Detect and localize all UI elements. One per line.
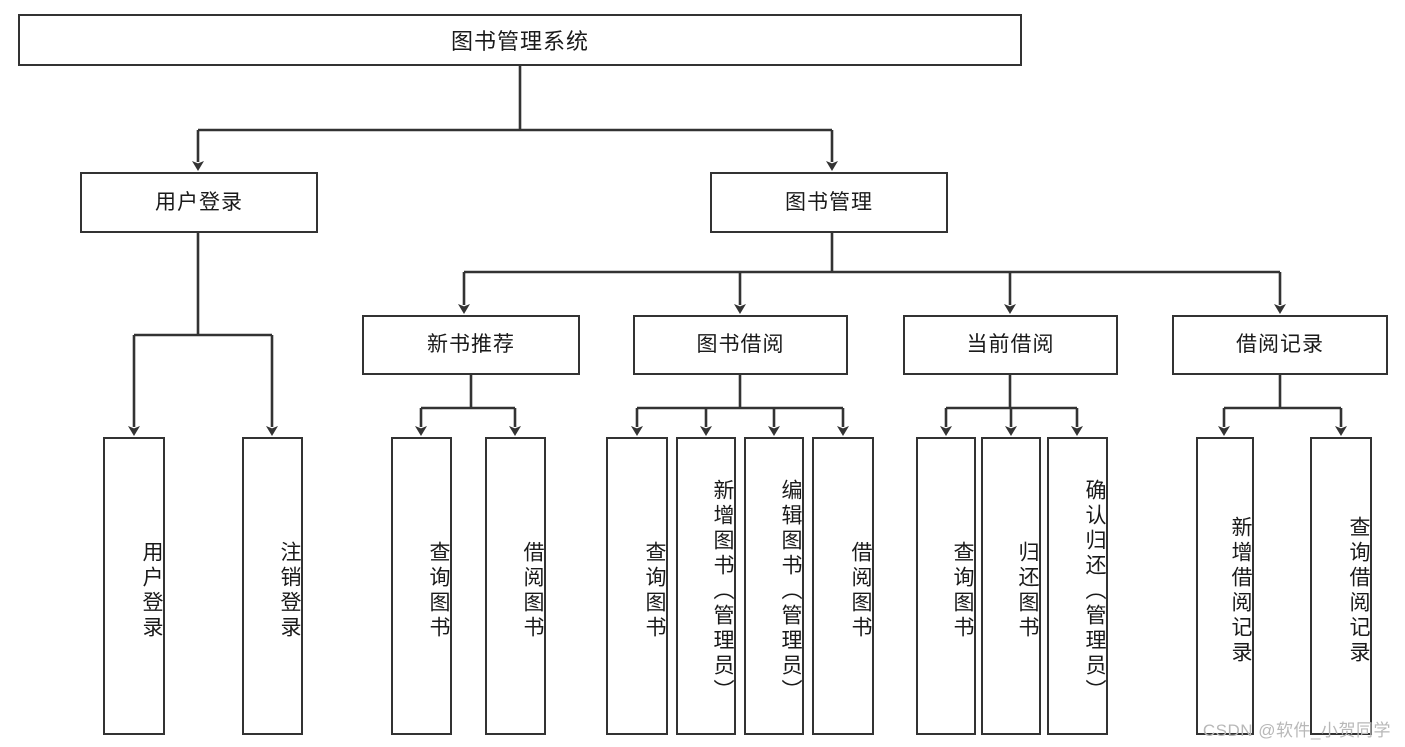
node-label: 查询图书 (951, 541, 974, 641)
node-new-book-recommendation[interactable]: 新书推荐 (362, 315, 580, 375)
node-leaf-borrow-book-1[interactable]: 借阅图书 (485, 437, 546, 735)
node-leaf-return-book[interactable]: 归还图书 (981, 437, 1041, 735)
node-leaf-add-book[interactable]: 新增图书（管理员） (676, 437, 736, 735)
node-leaf-query-book-3[interactable]: 查询图书 (916, 437, 976, 735)
node-label: 用户登录 (155, 190, 243, 214)
node-leaf-logout[interactable]: 注销登录 (242, 437, 303, 735)
node-leaf-user-login[interactable]: 用户登录 (103, 437, 165, 735)
node-label: 新增借阅记录 (1229, 516, 1252, 666)
node-leaf-edit-book[interactable]: 编辑图书（管理员） (744, 437, 804, 735)
node-label: 图书管理 (785, 190, 873, 214)
node-label: 图书管理系统 (450, 29, 589, 54)
node-borrow-record[interactable]: 借阅记录 (1172, 315, 1388, 375)
node-leaf-add-borrow-record[interactable]: 新增借阅记录 (1196, 437, 1254, 735)
node-label: 查询借阅记录 (1347, 516, 1370, 666)
node-label: 查询图书 (427, 541, 450, 641)
node-label: 借阅图书 (849, 541, 872, 641)
node-label: 新书推荐 (427, 333, 515, 357)
node-leaf-confirm-return[interactable]: 确认归还（管理员） (1047, 437, 1108, 735)
node-leaf-query-book-2[interactable]: 查询图书 (606, 437, 668, 735)
node-label: 借阅记录 (1236, 333, 1324, 357)
node-label: 图书借阅 (696, 333, 785, 357)
node-root-book-management-system[interactable]: 图书管理系统 (18, 14, 1022, 66)
node-user-login[interactable]: 用户登录 (80, 172, 318, 233)
node-leaf-query-book-1[interactable]: 查询图书 (391, 437, 452, 735)
node-label: 编辑图书（管理员） (779, 478, 802, 704)
node-label: 当前借阅 (966, 333, 1055, 357)
node-label: 用户登录 (140, 541, 163, 641)
node-label: 归还图书 (1016, 541, 1039, 641)
node-label: 新增图书（管理员） (711, 478, 734, 704)
node-label: 借阅图书 (521, 541, 544, 641)
node-current-borrow[interactable]: 当前借阅 (903, 315, 1118, 375)
node-book-borrow[interactable]: 图书借阅 (633, 315, 848, 375)
node-leaf-borrow-book-2[interactable]: 借阅图书 (812, 437, 874, 735)
node-label: 确认归还（管理员） (1083, 478, 1106, 704)
node-label: 注销登录 (278, 541, 301, 641)
node-book-manage[interactable]: 图书管理 (710, 172, 948, 233)
node-leaf-query-borrow-record[interactable]: 查询借阅记录 (1310, 437, 1372, 735)
node-label: 查询图书 (643, 541, 666, 641)
